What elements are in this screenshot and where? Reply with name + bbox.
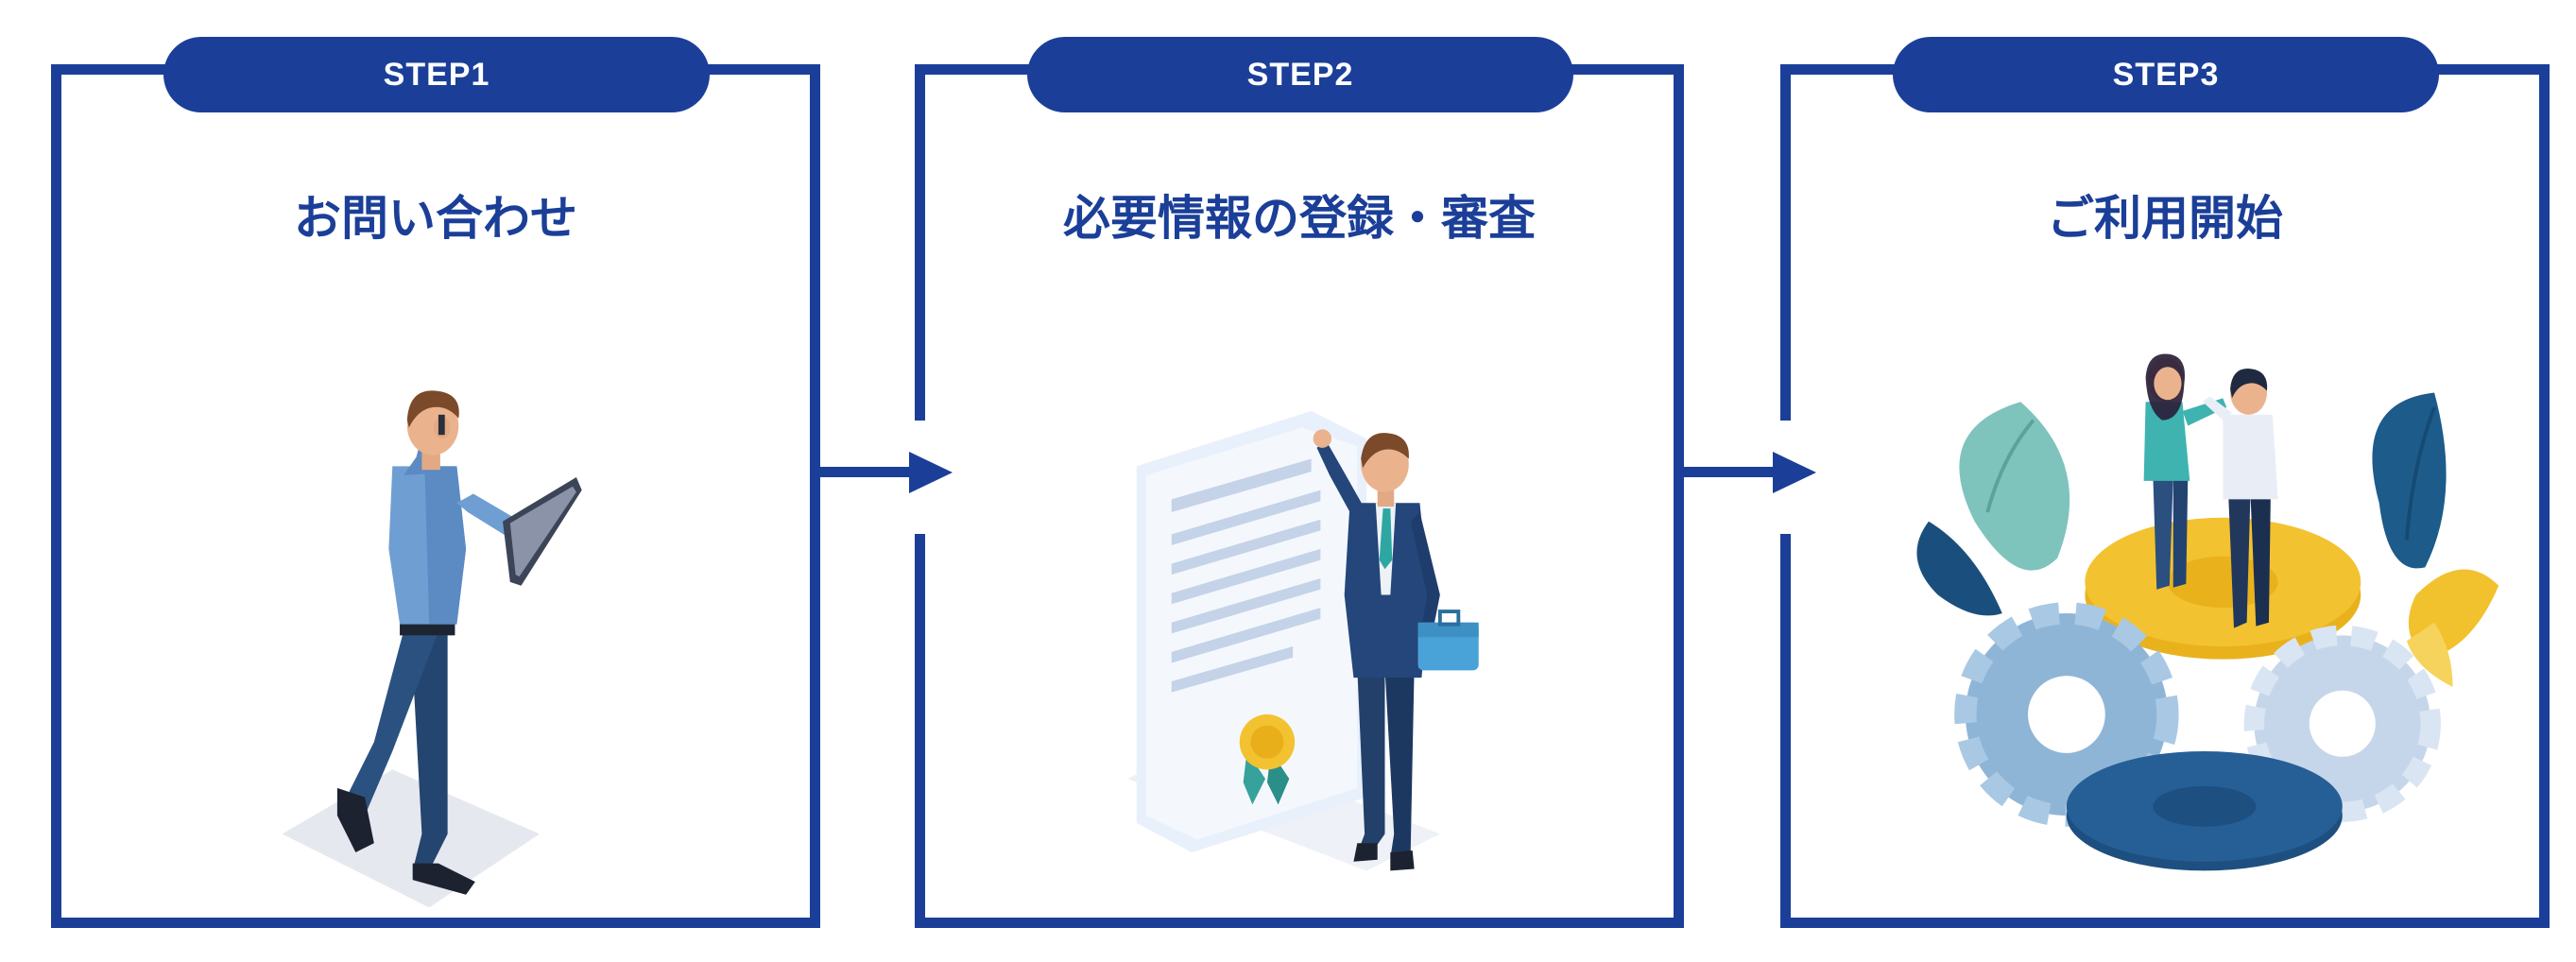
step-label-3: STEP3 [1893,37,2439,112]
step-box-2: STEP2 必要情報の登録・審査 [915,37,1684,928]
step-label-2: STEP2 [1027,37,1573,112]
arrow-right-icon [815,452,953,493]
step-title-1: お問い合わせ [294,191,577,246]
step-box-3: STEP3 ご利用開始 [1780,37,2550,928]
step-title-3: ご利用開始 [2047,191,2283,246]
businessman-with-certificate-icon [1127,410,1479,871]
step-box-1: STEP1 お問い合わせ [51,37,820,928]
step-title-2: 必要情報の登録・審査 [1063,191,1536,246]
arrow-right-icon [1678,452,1816,493]
person-on-phone-with-tablet-icon [282,390,582,908]
people-on-gears-icon [1916,353,2499,871]
step-label-1: STEP1 [163,37,710,112]
